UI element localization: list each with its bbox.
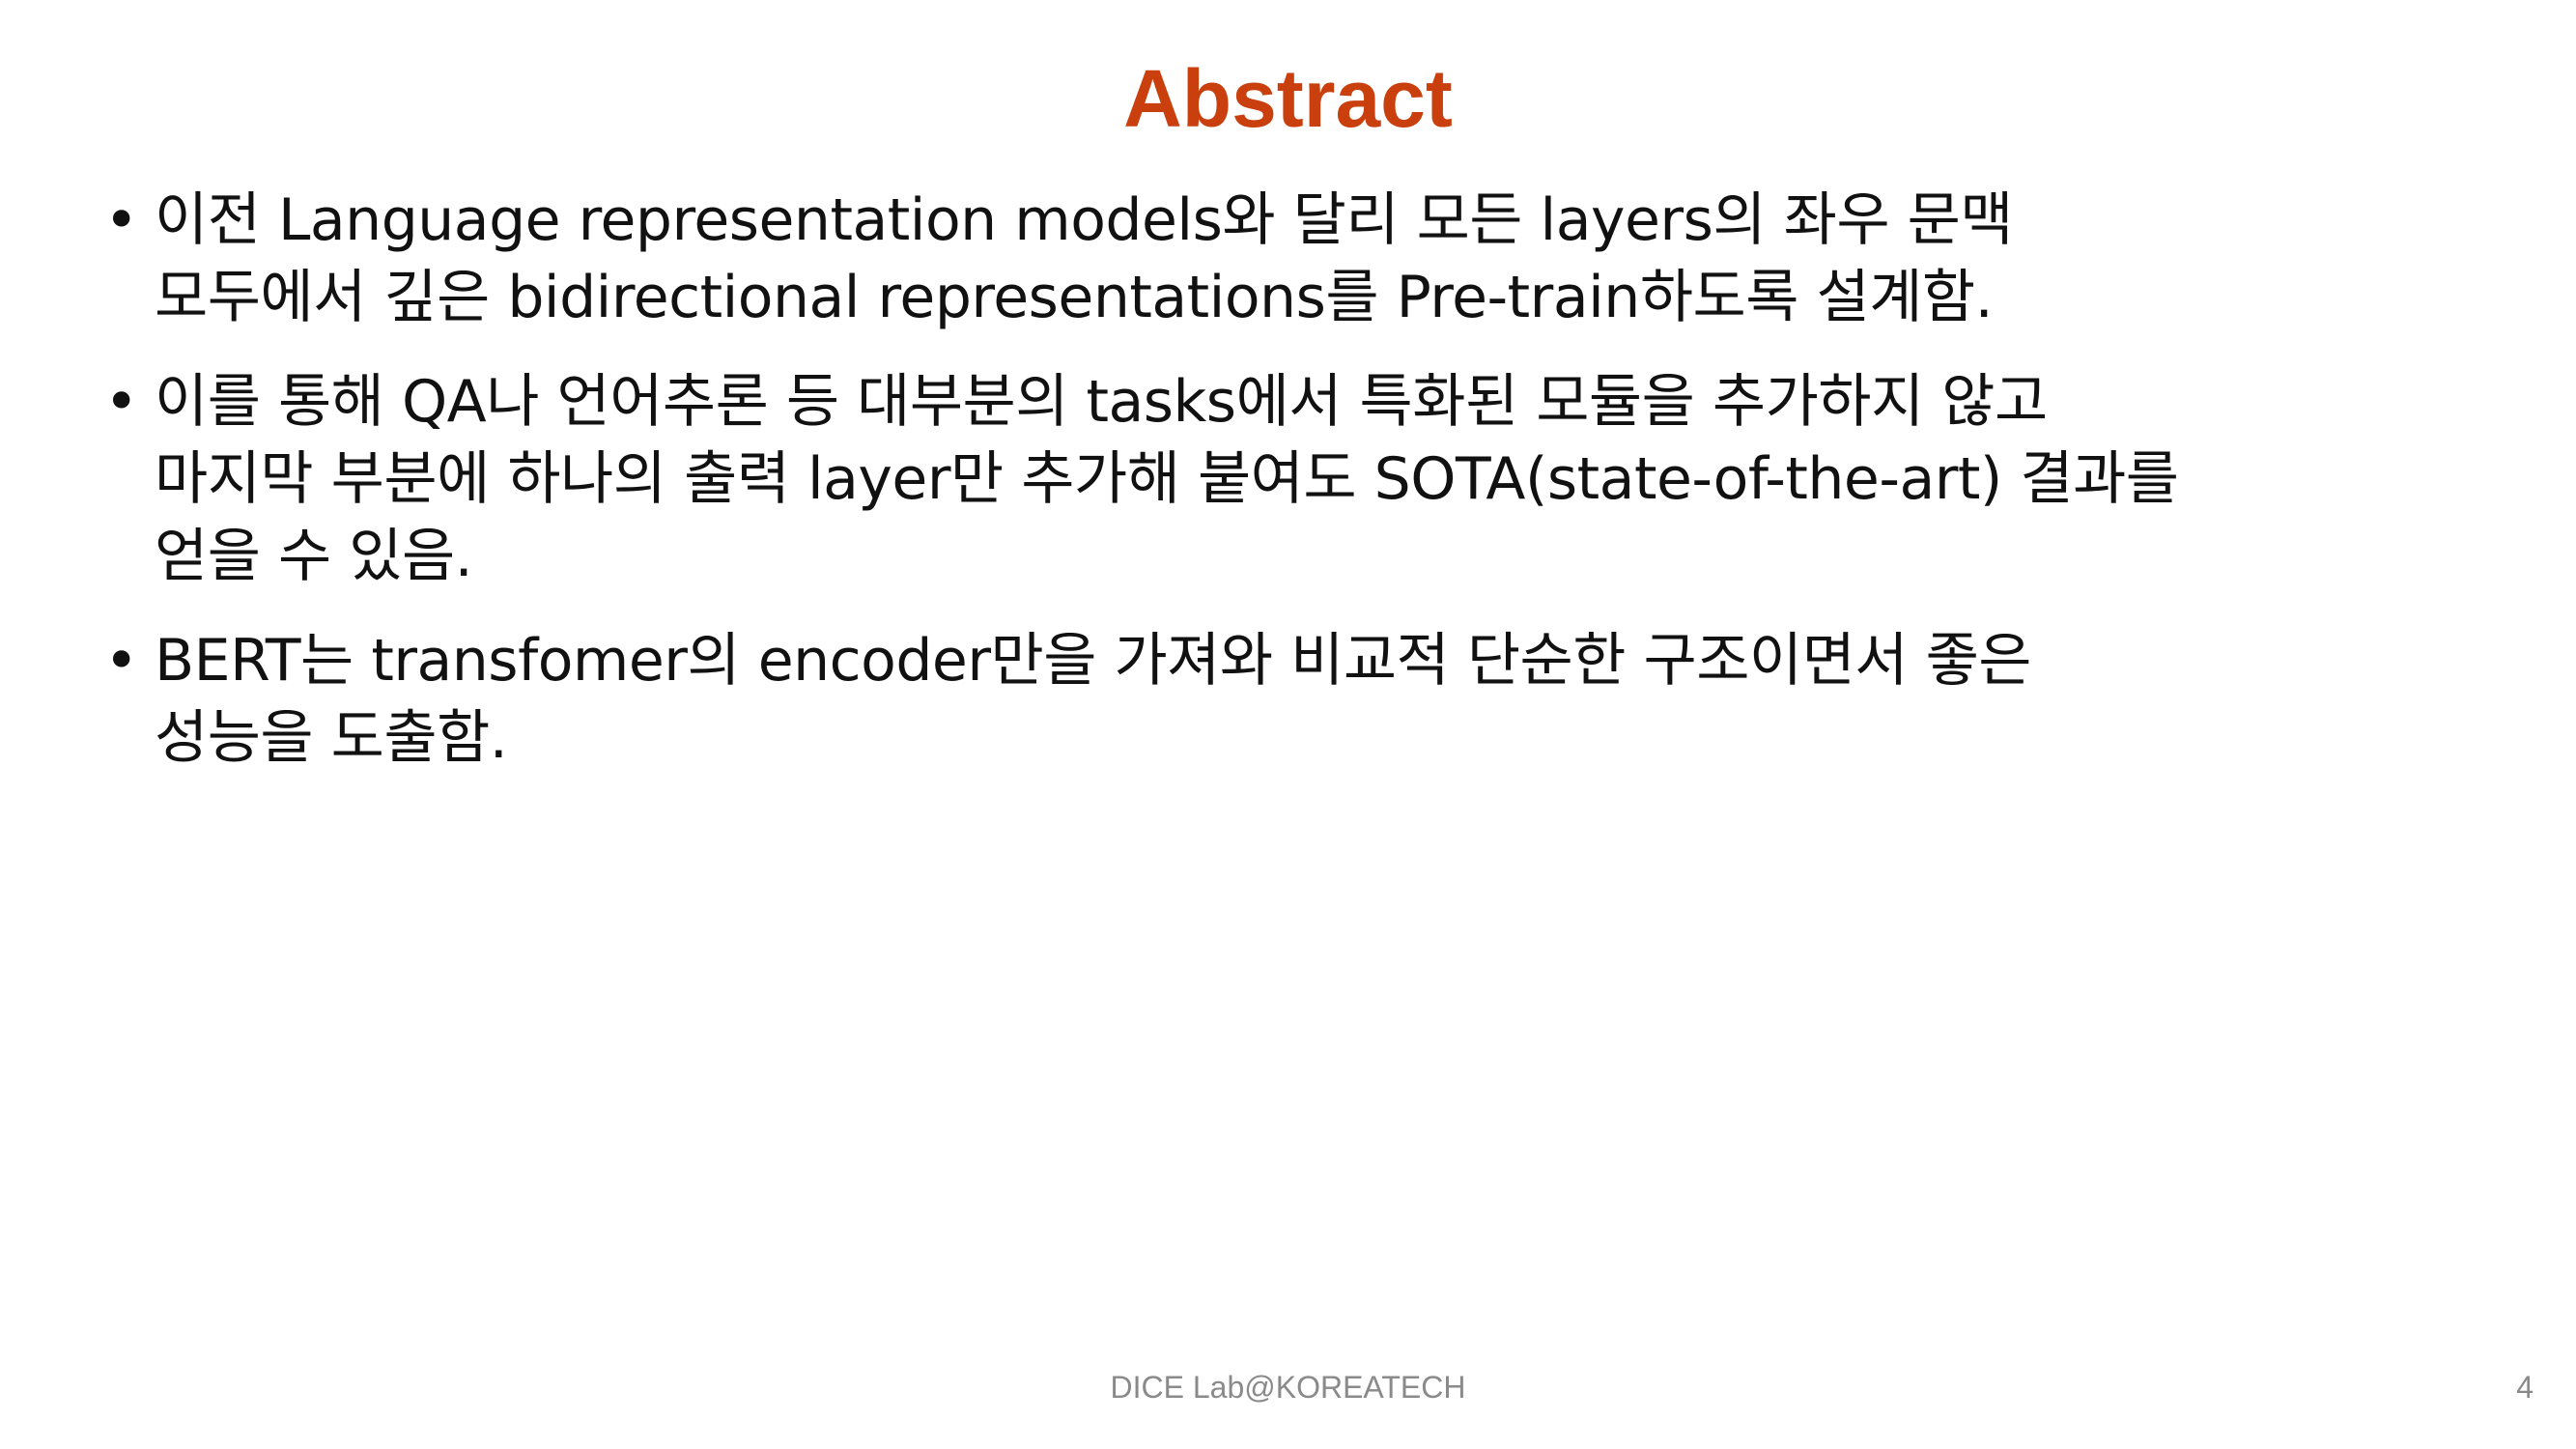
bullet-line: 모두에서 깊은 bidirectional representations를 P… (155, 264, 1994, 331)
footer-lab-name: DICE Lab@KOREATECH (1110, 1370, 1466, 1405)
bullet-item: • BERT는 transfomer의 encoder만을 가져와 비교적 단순… (97, 622, 2492, 777)
bullet-line: 성능을 도출함. (155, 704, 508, 772)
bullet-item: • 이를 통해 QA나 언어추론 등 대부분의 tasks에서 특화된 모듈을 … (97, 363, 2492, 595)
bullet-line: 마지막 부분에 하나의 출력 layer만 추가해 붙여도 SOTA(state… (155, 445, 2179, 513)
bullet-dot-icon: • (104, 368, 138, 436)
bullet-line: 얻을 수 있음. (155, 523, 473, 590)
bullet-line: 이를 통해 QA나 언어추론 등 대부분의 tasks에서 특화된 모듈을 추가… (155, 368, 2048, 436)
bullet-line: BERT는 transfomer의 encoder만을 가져와 비교적 단순한 … (155, 627, 2031, 695)
slide-title: Abstract (1123, 53, 1453, 144)
page-number: 4 (2516, 1370, 2534, 1405)
bullet-dot-icon: • (104, 186, 138, 254)
bullet-item: • 이전 Language representation models와 달리 … (97, 182, 2492, 336)
bullet-line: 이전 Language representation models와 달리 모든… (155, 186, 2014, 254)
bullet-dot-icon: • (104, 627, 138, 695)
bullet-list: • 이전 Language representation models와 달리 … (97, 182, 2492, 804)
